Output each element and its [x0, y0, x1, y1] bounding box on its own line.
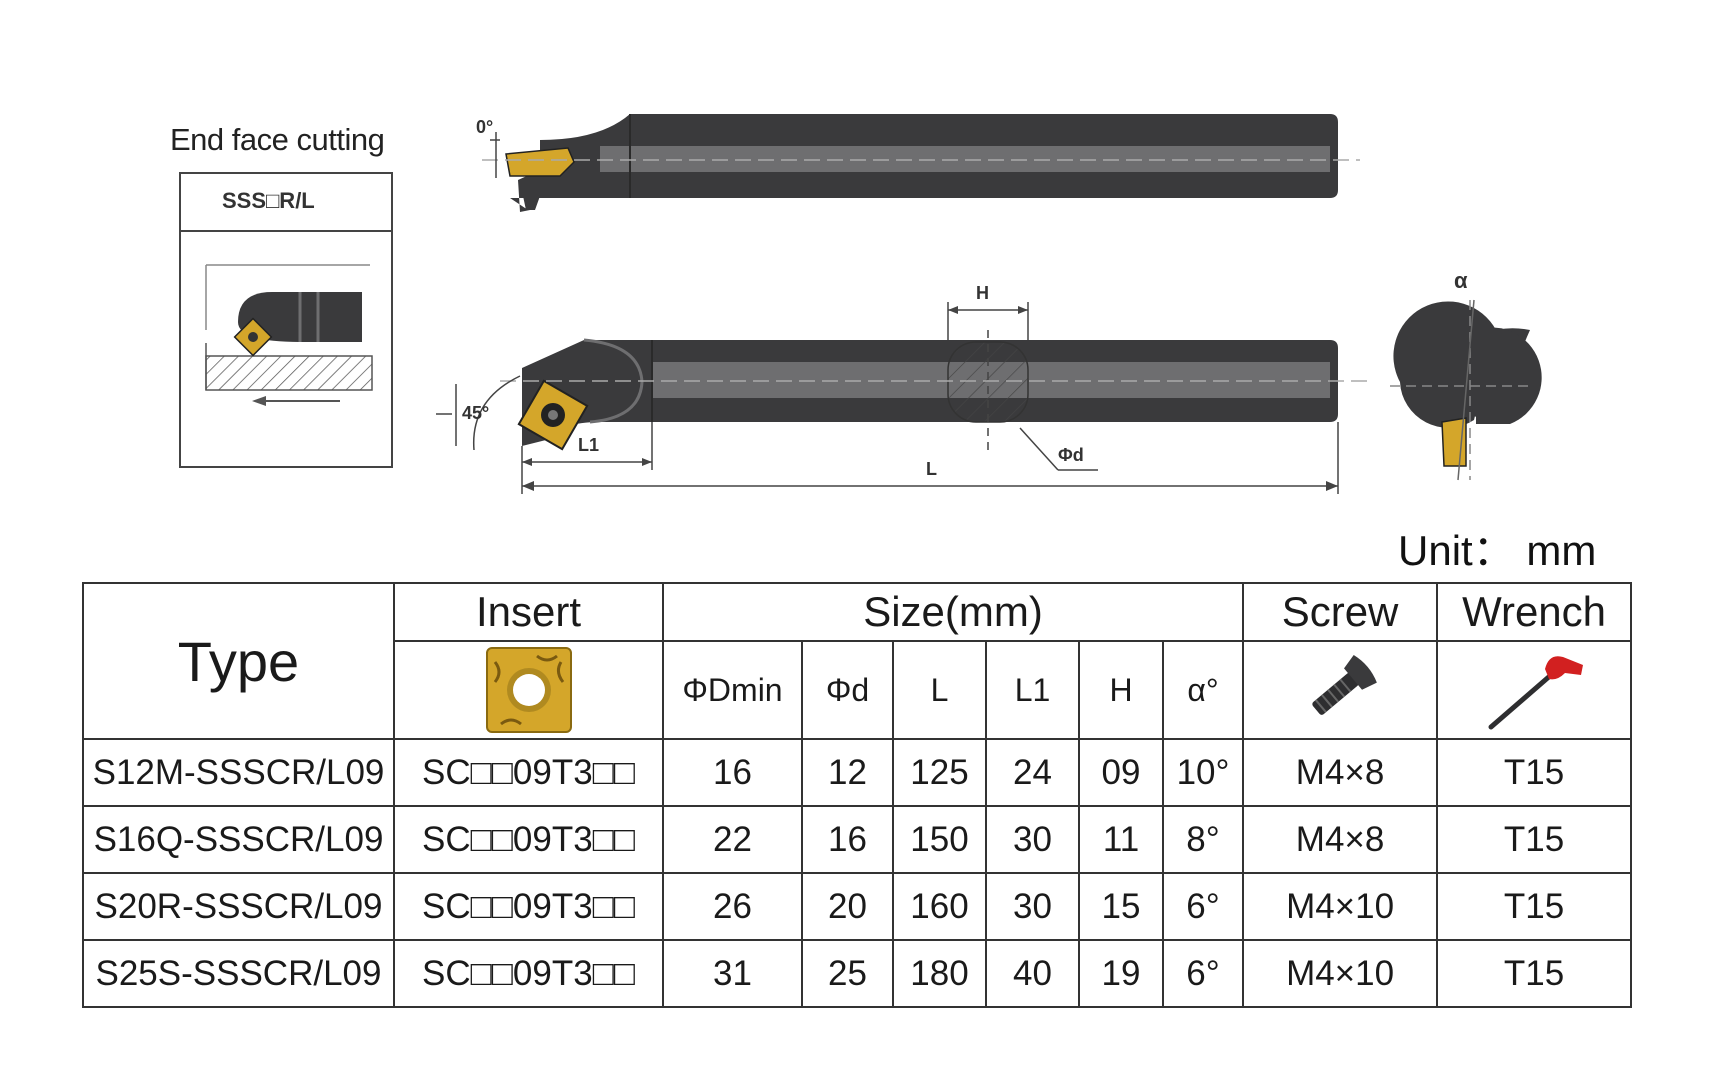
cell-type: S25S-SSSCR/L09 — [82, 939, 395, 1008]
header-type: Type — [82, 582, 395, 740]
tool-top-view — [482, 114, 1360, 212]
cell-d: 16 — [801, 805, 894, 874]
screw-image-cell — [1242, 640, 1439, 740]
cell-dmin: 22 — [662, 805, 803, 874]
header-screw: Screw — [1242, 582, 1439, 642]
header-size-l: L — [892, 640, 987, 740]
cell-l1: 30 — [985, 872, 1080, 941]
dim-h-label: H — [976, 283, 989, 303]
cell-h: 19 — [1078, 939, 1164, 1008]
cell-alpha: 6° — [1161, 939, 1245, 1008]
tool-drawing-svg — [179, 114, 1542, 494]
cell-h: 15 — [1078, 872, 1164, 941]
cell-screw: M4×10 — [1242, 939, 1439, 1008]
cell-insert: SC□□09T3□□ — [393, 805, 664, 874]
cell-wrench: T15 — [1436, 805, 1633, 874]
cell-type: S16Q-SSSCR/L09 — [82, 805, 395, 874]
dim-l1-label: L1 — [578, 435, 600, 455]
cell-l: 125 — [892, 738, 987, 807]
header-size-alpha: α° — [1161, 640, 1245, 740]
cell-h: 11 — [1078, 805, 1164, 874]
cell-l1: 30 — [985, 805, 1080, 874]
cell-wrench: T15 — [1436, 939, 1633, 1008]
cell-type: S12M-SSSCR/L09 — [82, 738, 395, 807]
cell-type: S20R-SSSCR/L09 — [82, 872, 395, 941]
header-size: Size(mm) — [661, 582, 1245, 642]
header-wrench: Wrench — [1436, 582, 1633, 642]
cell-wrench: T15 — [1436, 872, 1633, 941]
dim-l-label: L — [926, 459, 937, 479]
table-row: S16Q-SSSCR/L09 SC□□09T3□□ 22 16 150 30 1… — [82, 805, 1633, 874]
end-face-cutting-label: End face cutting — [170, 122, 385, 157]
cell-alpha: 10° — [1161, 738, 1245, 807]
inset-model-title: SSS□R/L — [222, 188, 315, 213]
cell-d: 12 — [801, 738, 894, 807]
cell-alpha: 8° — [1161, 805, 1245, 874]
cell-screw: M4×8 — [1242, 738, 1439, 807]
cell-l: 180 — [892, 939, 987, 1008]
torx-screw-icon — [1312, 654, 1377, 715]
cell-l1: 40 — [985, 939, 1080, 1008]
tool-diagram: End face cutting SSS□R/L 0° 45° L1 L H Φ… — [170, 114, 1542, 494]
cell-d: 20 — [801, 872, 894, 941]
cell-wrench: T15 — [1436, 738, 1633, 807]
cell-d: 25 — [801, 939, 894, 1008]
cell-screw: M4×8 — [1242, 805, 1439, 874]
dim-alpha-label: α — [1454, 268, 1468, 293]
cell-insert: SC□□09T3□□ — [393, 738, 664, 807]
square-insert-icon — [485, 647, 572, 733]
table-row: S25S-SSSCR/L09 SC□□09T3□□ 31 25 180 40 1… — [82, 939, 1633, 1008]
cell-alpha: 6° — [1161, 872, 1245, 941]
cell-screw: M4×10 — [1242, 872, 1439, 941]
angle-top-label: 0° — [476, 117, 494, 137]
header-size-l1: L1 — [985, 640, 1080, 740]
wrench-image-cell — [1436, 640, 1633, 740]
cell-insert: SC□□09T3□□ — [393, 939, 664, 1008]
header-insert: Insert — [393, 582, 664, 642]
unit-label: Unit： mm — [1398, 527, 1597, 574]
header-size-dmin: ΦDmin — [662, 640, 803, 740]
inset-box — [179, 172, 393, 468]
dim-phid-label: Φd — [1058, 445, 1084, 465]
cell-dmin: 26 — [662, 872, 803, 941]
tool-end-view — [1390, 299, 1542, 481]
cell-h: 09 — [1078, 738, 1164, 807]
table-row: S12M-SSSCR/L09 SC□□09T3□□ 16 12 125 24 0… — [82, 738, 1633, 807]
cell-dmin: 16 — [662, 738, 803, 807]
header-size-d: Φd — [801, 640, 894, 740]
header-size-h: H — [1078, 640, 1164, 740]
cell-insert: SC□□09T3□□ — [393, 872, 664, 941]
table-row: S20R-SSSCR/L09 SC□□09T3□□ 26 20 160 30 1… — [82, 872, 1633, 941]
torx-wrench-icon — [1488, 656, 1584, 730]
cell-dmin: 31 — [662, 939, 803, 1008]
tool-side-view — [436, 302, 1370, 494]
angle-side-label: 45° — [462, 403, 490, 423]
cell-l1: 24 — [985, 738, 1080, 807]
cell-l: 160 — [892, 872, 987, 941]
cell-l: 150 — [892, 805, 987, 874]
insert-image-cell — [393, 640, 664, 740]
spec-table: Type Insert Size(mm) Screw Wrench — [82, 582, 1633, 1008]
